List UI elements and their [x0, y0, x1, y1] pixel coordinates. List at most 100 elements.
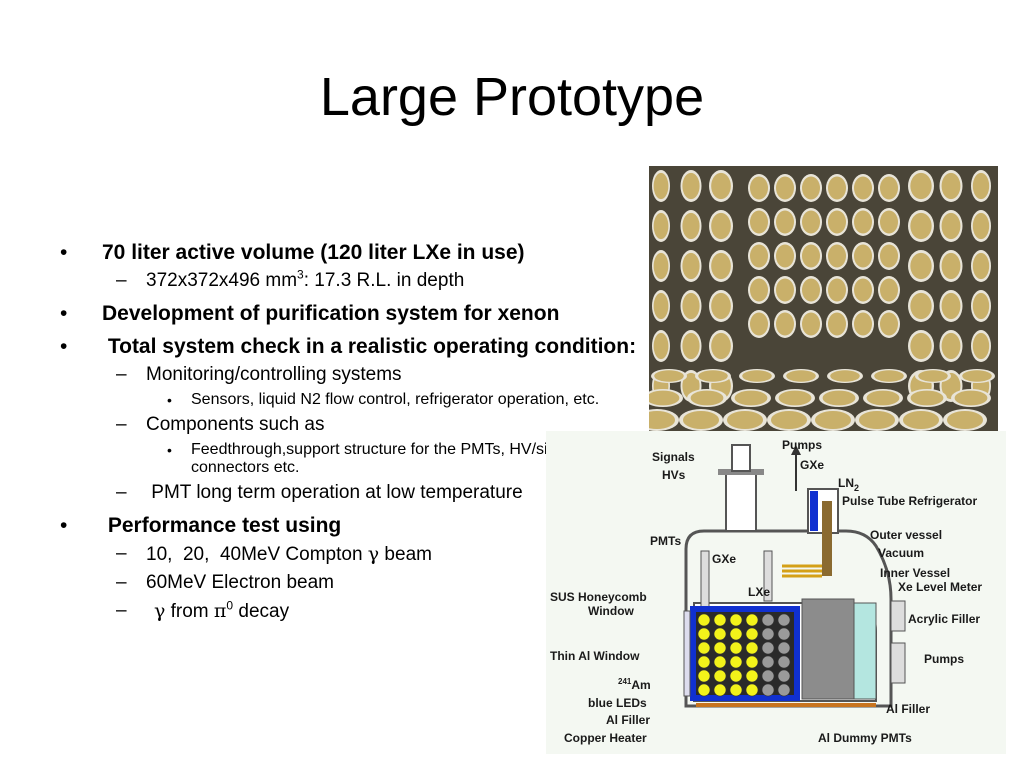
pmt-floor — [698, 370, 728, 382]
right-port-upper — [890, 600, 906, 632]
label-al-filler-left: Al Filler — [606, 713, 650, 727]
copper-pipes — [782, 564, 822, 578]
pmt-floor — [690, 390, 724, 406]
pmt-floor — [962, 370, 992, 382]
bullet-3-text: Total system check in a realistic operat… — [102, 335, 637, 358]
pmt-floor — [649, 410, 676, 430]
ln2-subscript: 2 — [854, 483, 859, 493]
ln2-text: LN — [838, 476, 854, 490]
pmt-back-wall — [827, 176, 847, 200]
pmt-back-wall — [827, 312, 847, 336]
pmt-back-wall — [749, 176, 769, 200]
pmt-grid — [697, 613, 791, 697]
feedthrough-text: Feedthrough,support structure for the PM… — [191, 441, 578, 476]
pmt-circle — [761, 627, 775, 641]
pmt-circle — [729, 613, 743, 627]
pmt-circle — [777, 627, 791, 641]
thin-al-window-plate — [683, 610, 691, 697]
pmt-circle — [697, 683, 711, 697]
right-port-lower — [890, 642, 906, 684]
pmt-right-wall — [941, 172, 961, 200]
pmt-left-wall — [711, 252, 731, 280]
label-gxe-mid: GXe — [712, 552, 736, 566]
sub-bullet-electron: –60MeV Electron beam — [60, 571, 640, 595]
components-text: Components such as — [146, 414, 325, 435]
pmt-back-wall — [801, 278, 821, 302]
pmt-floor — [742, 370, 772, 382]
pmt-right-wall — [910, 332, 932, 360]
label-al-filler-right: Al Filler — [886, 702, 930, 716]
pmt-back-wall — [879, 176, 899, 200]
label-thin-al: Thin Al Window — [550, 649, 640, 663]
pmt-left-wall — [682, 332, 700, 360]
pmt-left-wall — [682, 212, 700, 240]
label-pumps-top: Pumps — [782, 438, 822, 452]
dash-marker: – — [116, 482, 127, 503]
sub-bullet-pmt-operation: – PMT long term operation at low tempera… — [60, 481, 640, 505]
zero-superscript: 0 — [226, 598, 234, 613]
pmt-circle — [697, 641, 711, 655]
pmt-back-wall — [775, 278, 795, 302]
sub-bullet-pi0: –γ from π0 decay — [60, 599, 640, 624]
sub-bullet-compton: –10, 20, 40MeV Compton γ beam — [60, 542, 640, 567]
pmt-floor — [918, 370, 948, 382]
label-pulse-tube: Pulse Tube Refrigerator — [842, 494, 977, 508]
pmt-circle — [761, 669, 775, 683]
pmt-floor — [866, 390, 900, 406]
pmt-back-wall — [853, 244, 873, 268]
dash-marker: – — [116, 600, 127, 621]
label-inner-vessel: Inner Vessel — [880, 566, 950, 580]
dash-marker: – — [116, 414, 127, 435]
pmt-floor — [858, 410, 896, 430]
pmt-circle — [729, 669, 743, 683]
pmt-circle — [713, 627, 727, 641]
pmt-left-wall — [682, 252, 700, 280]
dash-marker: – — [116, 572, 127, 593]
compton-energies: 10, 20, 40MeV Compton — [146, 544, 368, 565]
pmt-array-photo — [649, 166, 998, 431]
sub-sub-bullet-sensors: •Sensors, liquid N2 flow control, refrig… — [60, 391, 640, 409]
pmt-circle — [777, 669, 791, 683]
pmt-left-wall — [653, 252, 669, 280]
pmt-circle — [761, 613, 775, 627]
pmt-floor — [649, 390, 680, 406]
pmt-circle — [713, 655, 727, 669]
pmt-back-wall — [775, 210, 795, 234]
pmt-circle — [729, 683, 743, 697]
pmt-floor — [910, 390, 944, 406]
bullet-marker-small: • — [167, 392, 172, 408]
label-xe-level: Xe Level Meter — [898, 580, 982, 594]
label-am241: 241Am — [618, 677, 651, 692]
pmt-right-wall — [910, 292, 932, 320]
bullet-4: • Performance test using — [60, 513, 640, 538]
sub-bullet-components: –Components such as — [60, 413, 640, 437]
pmt-back-wall — [775, 176, 795, 200]
ln2-line — [810, 491, 818, 531]
label-ln2: LN2 — [838, 476, 859, 493]
pmt-floor — [786, 370, 816, 382]
signal-connector — [731, 444, 751, 472]
pmt-circle — [777, 641, 791, 655]
pmt-back-wall — [749, 312, 769, 336]
pmt-left-wall — [653, 172, 669, 200]
pmt-circle — [745, 627, 759, 641]
pmt-floor — [778, 390, 812, 406]
pmt-circle — [761, 641, 775, 655]
pmt-back-wall — [827, 244, 847, 268]
pmt-floor — [830, 370, 860, 382]
pmt-right-wall — [941, 252, 961, 280]
bullet-marker-small: • — [167, 442, 172, 458]
pmt-back-wall — [853, 176, 873, 200]
pmt-holder — [696, 612, 794, 695]
pmt-floor — [654, 370, 684, 382]
pmt-circle — [713, 613, 727, 627]
bullet-marker: • — [60, 514, 68, 537]
label-pmts: PMTs — [650, 534, 681, 548]
am-text: Am — [631, 678, 650, 692]
pmt-circle — [713, 669, 727, 683]
radiation-length: : 17.3 R.L. in depth — [303, 270, 465, 291]
signal-feedthrough-chimney — [725, 470, 757, 532]
label-signals: Signals — [652, 450, 695, 464]
pmt-left-wall — [711, 292, 731, 320]
pmt-back-wall — [801, 210, 821, 234]
